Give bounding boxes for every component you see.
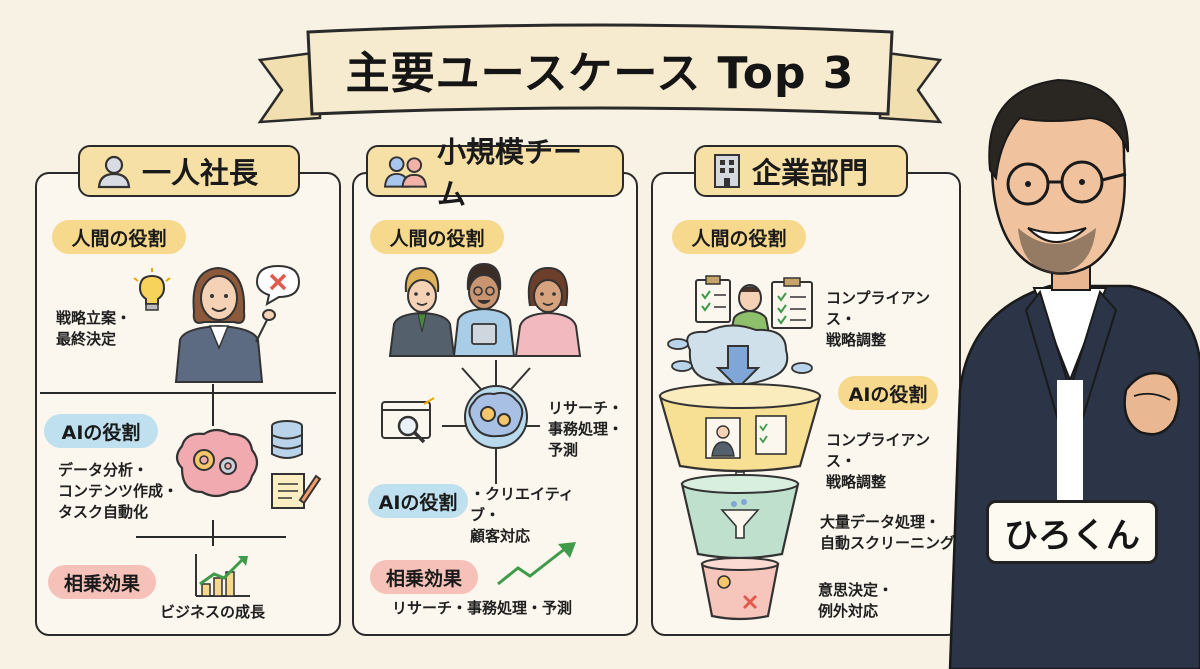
synergy-pill: 相乗効果 (48, 565, 156, 599)
businesswoman-illustration (174, 266, 276, 383)
growth-chart-icon (195, 554, 250, 597)
trend-arrow-icon (497, 542, 576, 586)
connector-line (212, 384, 214, 426)
divider (136, 536, 286, 538)
synergy-text: リサーチ・事務処理・予測 (392, 599, 573, 617)
team-members-illustration (388, 262, 582, 357)
database-icon (271, 420, 303, 459)
title-banner (257, 23, 943, 124)
person-icon (97, 155, 131, 189)
down-arrow-icon (715, 345, 761, 390)
presenter-illustration (948, 78, 1200, 669)
ai-role-text: コンプライアンス・ 戦略調整 (826, 431, 930, 491)
synergy-pill: 相乗効果 (370, 560, 478, 594)
panel-header-enterprise: 企業部門 (694, 145, 908, 197)
document-pen-icon (271, 473, 322, 509)
human-role-pill: 人間の役割 (370, 220, 504, 254)
panel-header-solo-ceo: 一人社長 (78, 145, 300, 197)
human-role-text: コンプライアンス・ 戦略調整 (826, 289, 930, 349)
panel-header-small-team: 小規模チーム (366, 135, 624, 211)
human-role-pill: 人間の役割 (52, 220, 186, 254)
decision-text: 意思決定・ 例外対応 (818, 581, 894, 620)
center-task-text: リサーチ・ 事務処理・ 予測 (548, 399, 624, 459)
connector-line (212, 520, 214, 546)
ai-role-text: ・クリエイティブ・ 顧客対応 (470, 485, 574, 545)
ai-role-pill: AIの役割 (44, 414, 158, 448)
panel-header-label: 企業部門 (752, 156, 869, 190)
building-icon (714, 154, 740, 188)
data-processing-text: 大量データ処理・ 自動スクリーニング (820, 513, 956, 552)
synergy-text: ビジネスの成長 (160, 603, 266, 621)
page-title: 主要ユースケース Top 3 (345, 48, 855, 99)
checklist-icon (695, 275, 731, 323)
funnel-icon (658, 324, 822, 621)
team-icon (384, 156, 427, 188)
human-role-text: 戦略立案・ 最終決定 (56, 309, 132, 348)
presenter-name-tag: ひろくん (986, 500, 1158, 564)
browser-search-icon (381, 397, 435, 444)
brain-gears-icon (175, 428, 259, 498)
cross-mark-icon (255, 264, 301, 307)
panel-header-label: 一人社長 (142, 156, 259, 190)
lightbulb-icon (133, 268, 171, 311)
checklist-icon (771, 277, 813, 329)
panel-header-label: 小規模チーム (436, 135, 582, 211)
divider (40, 392, 336, 394)
brain-gears-icon (464, 385, 528, 449)
ai-role-text: データ分析・ コンテンツ作成・ タスク自動化 (58, 461, 179, 521)
ai-role-pill: AIの役割 (838, 376, 938, 410)
ai-role-pill: AIの役割 (368, 484, 468, 518)
human-role-pill: 人間の役割 (672, 220, 806, 254)
